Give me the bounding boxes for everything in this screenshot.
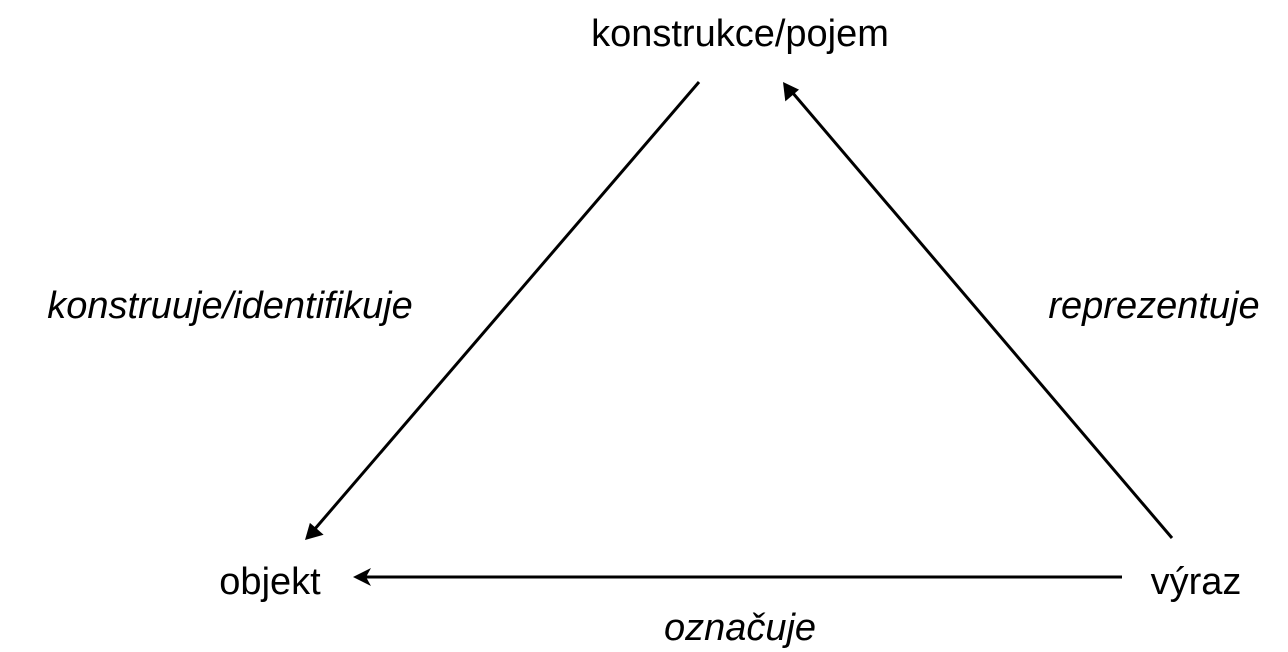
edge-line-right [790,91,1174,539]
edge-construct-to-object [305,81,701,540]
arrow-head-bottom [353,568,371,586]
edge-line-left [312,81,701,531]
edge-label-denotes: označuje [664,607,816,649]
arrow-head-left [305,522,324,540]
node-construct-concept: konstrukce/pojem [591,13,889,55]
edge-label-represents: reprezentuje [1048,285,1259,327]
edge-expression-to-construct [783,82,1174,539]
edge-label-constructs-identifies: konstruuje/identifikuje [47,285,412,327]
node-expression: výraz [1151,561,1242,603]
arrow-head-right [783,82,799,102]
node-object: objekt [219,561,321,603]
edge-expression-to-object [353,568,1122,586]
